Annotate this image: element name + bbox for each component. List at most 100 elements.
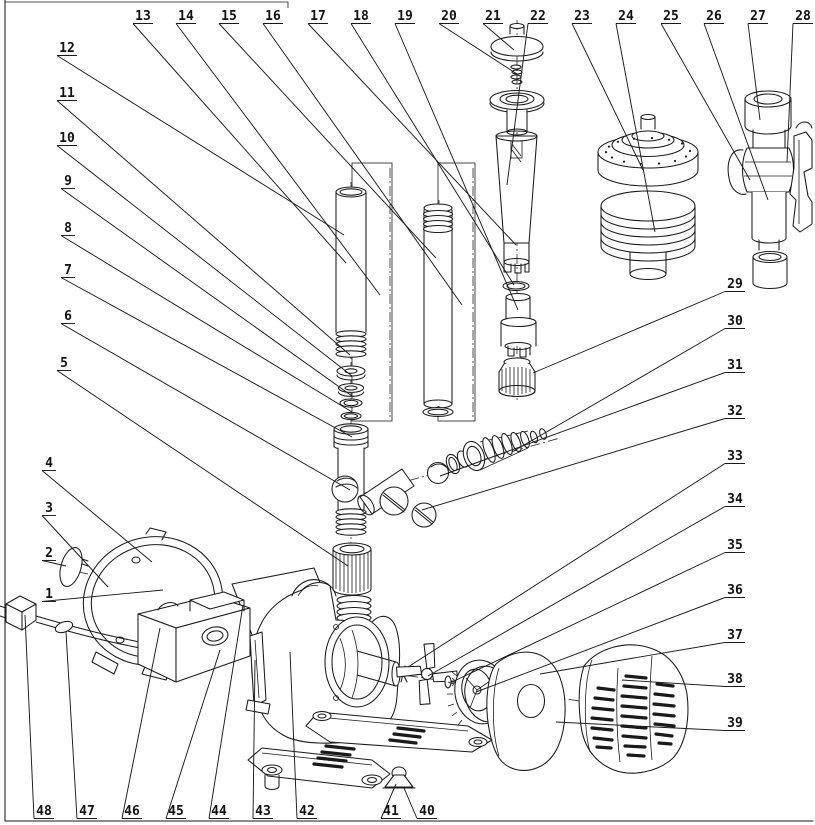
- callout-45: 45: [165, 649, 221, 819]
- callout-14: 14: [175, 9, 381, 296]
- part-number: 45: [168, 804, 184, 819]
- part-number: 41: [383, 804, 399, 819]
- part-number: 25: [663, 9, 679, 24]
- part-number: 16: [265, 9, 281, 24]
- part-number: 34: [727, 492, 743, 507]
- leader-line: [482, 23, 515, 51]
- part-number: 40: [419, 804, 435, 819]
- leader-line: [427, 506, 726, 677]
- part-number: 18: [353, 9, 369, 24]
- strainer-cover: [578, 644, 689, 774]
- diverter-valve: [727, 90, 813, 251]
- part-number: 31: [727, 358, 743, 373]
- base-bracket-upper: [305, 710, 493, 753]
- hose-barb: [462, 428, 547, 472]
- callout-8: 8: [60, 221, 353, 413]
- base-plate-lower: [247, 744, 391, 791]
- leader-line: [421, 418, 726, 511]
- part-number: 28: [795, 9, 811, 24]
- leader-line: [132, 23, 347, 264]
- leader-line: [60, 323, 351, 491]
- part-number: 46: [124, 804, 140, 819]
- part-number: 1: [45, 587, 53, 602]
- part-number: 36: [727, 583, 743, 598]
- part-number: 44: [211, 804, 227, 819]
- part-number: 2: [45, 546, 53, 561]
- part-number: 37: [727, 628, 743, 643]
- leader-line: [41, 470, 153, 563]
- spray-head-disc: [597, 113, 699, 281]
- callout-10: 10: [56, 131, 353, 377]
- callout-3: 3: [41, 501, 109, 588]
- leader-line: [380, 783, 397, 819]
- leader-line: [475, 597, 726, 693]
- callout-22: 22: [506, 9, 548, 186]
- part-number: 9: [64, 174, 72, 189]
- part-number: 6: [64, 309, 72, 324]
- callout-33: 33: [407, 449, 745, 668]
- callout-39: 39: [555, 716, 745, 731]
- callout-19: 19: [394, 9, 519, 311]
- callout-26: 26: [703, 9, 769, 201]
- leader-line: [438, 23, 518, 75]
- callout-24: 24: [615, 9, 656, 233]
- power-cord-plug: [0, 595, 197, 663]
- part-number: 17: [310, 9, 326, 24]
- callout-36: 36: [475, 583, 745, 693]
- callout-42: 42: [289, 651, 317, 819]
- impeller: [395, 642, 459, 706]
- part-number: 3: [45, 501, 53, 516]
- part-number: 32: [727, 404, 743, 419]
- callout-5: 5: [56, 356, 349, 567]
- callout-9: 9: [60, 174, 353, 397]
- leader-line: [60, 235, 353, 413]
- callout-35: 35: [451, 538, 745, 683]
- drawing-frame: [4, 0, 814, 822]
- part-number: 14: [178, 9, 194, 24]
- pump-housing: [251, 579, 408, 744]
- callout-11: 11: [56, 86, 351, 356]
- part-number: 22: [530, 9, 546, 24]
- part-number: 10: [59, 131, 75, 146]
- part-number: 7: [64, 263, 72, 278]
- part-number: 33: [727, 449, 743, 464]
- riser-tube-left: [335, 186, 367, 358]
- callout-44: 44: [208, 604, 244, 819]
- callout-12: 12: [56, 41, 345, 236]
- part-number: 24: [618, 9, 634, 24]
- callout-15: 15: [218, 9, 437, 259]
- callout-46: 46: [121, 627, 161, 819]
- mount-bracket: [245, 631, 271, 715]
- callout-21: 21: [482, 9, 515, 51]
- part-number: 23: [574, 9, 590, 24]
- leader-line: [532, 291, 726, 374]
- callout-23: 23: [571, 9, 644, 171]
- leader-line: [60, 188, 353, 397]
- part-number: 5: [60, 356, 68, 371]
- callout-43: 43: [252, 659, 273, 819]
- callout-25: 25: [660, 9, 751, 181]
- callout-1: 1: [41, 587, 164, 602]
- callout-38: 38: [621, 672, 745, 687]
- part-number: 20: [441, 9, 457, 24]
- leader-line: [56, 100, 351, 356]
- callout-16: 16: [262, 9, 463, 306]
- part-number: 42: [299, 804, 315, 819]
- part-number: 19: [397, 9, 413, 24]
- leader-line: [407, 463, 726, 668]
- leader-line: [660, 23, 751, 181]
- callout-28: 28: [786, 9, 813, 163]
- leader-line: [60, 277, 353, 438]
- leader-line: [747, 23, 761, 121]
- part-number: 15: [221, 9, 237, 24]
- part-number: 27: [750, 9, 766, 24]
- leader-line: [41, 589, 164, 602]
- spray-rosette: [489, 89, 545, 136]
- nozzle-cone: [495, 130, 538, 274]
- callout-48: 48: [24, 614, 54, 819]
- leader-line: [165, 649, 221, 819]
- leader-line: [506, 23, 529, 186]
- part-number: 11: [59, 86, 75, 101]
